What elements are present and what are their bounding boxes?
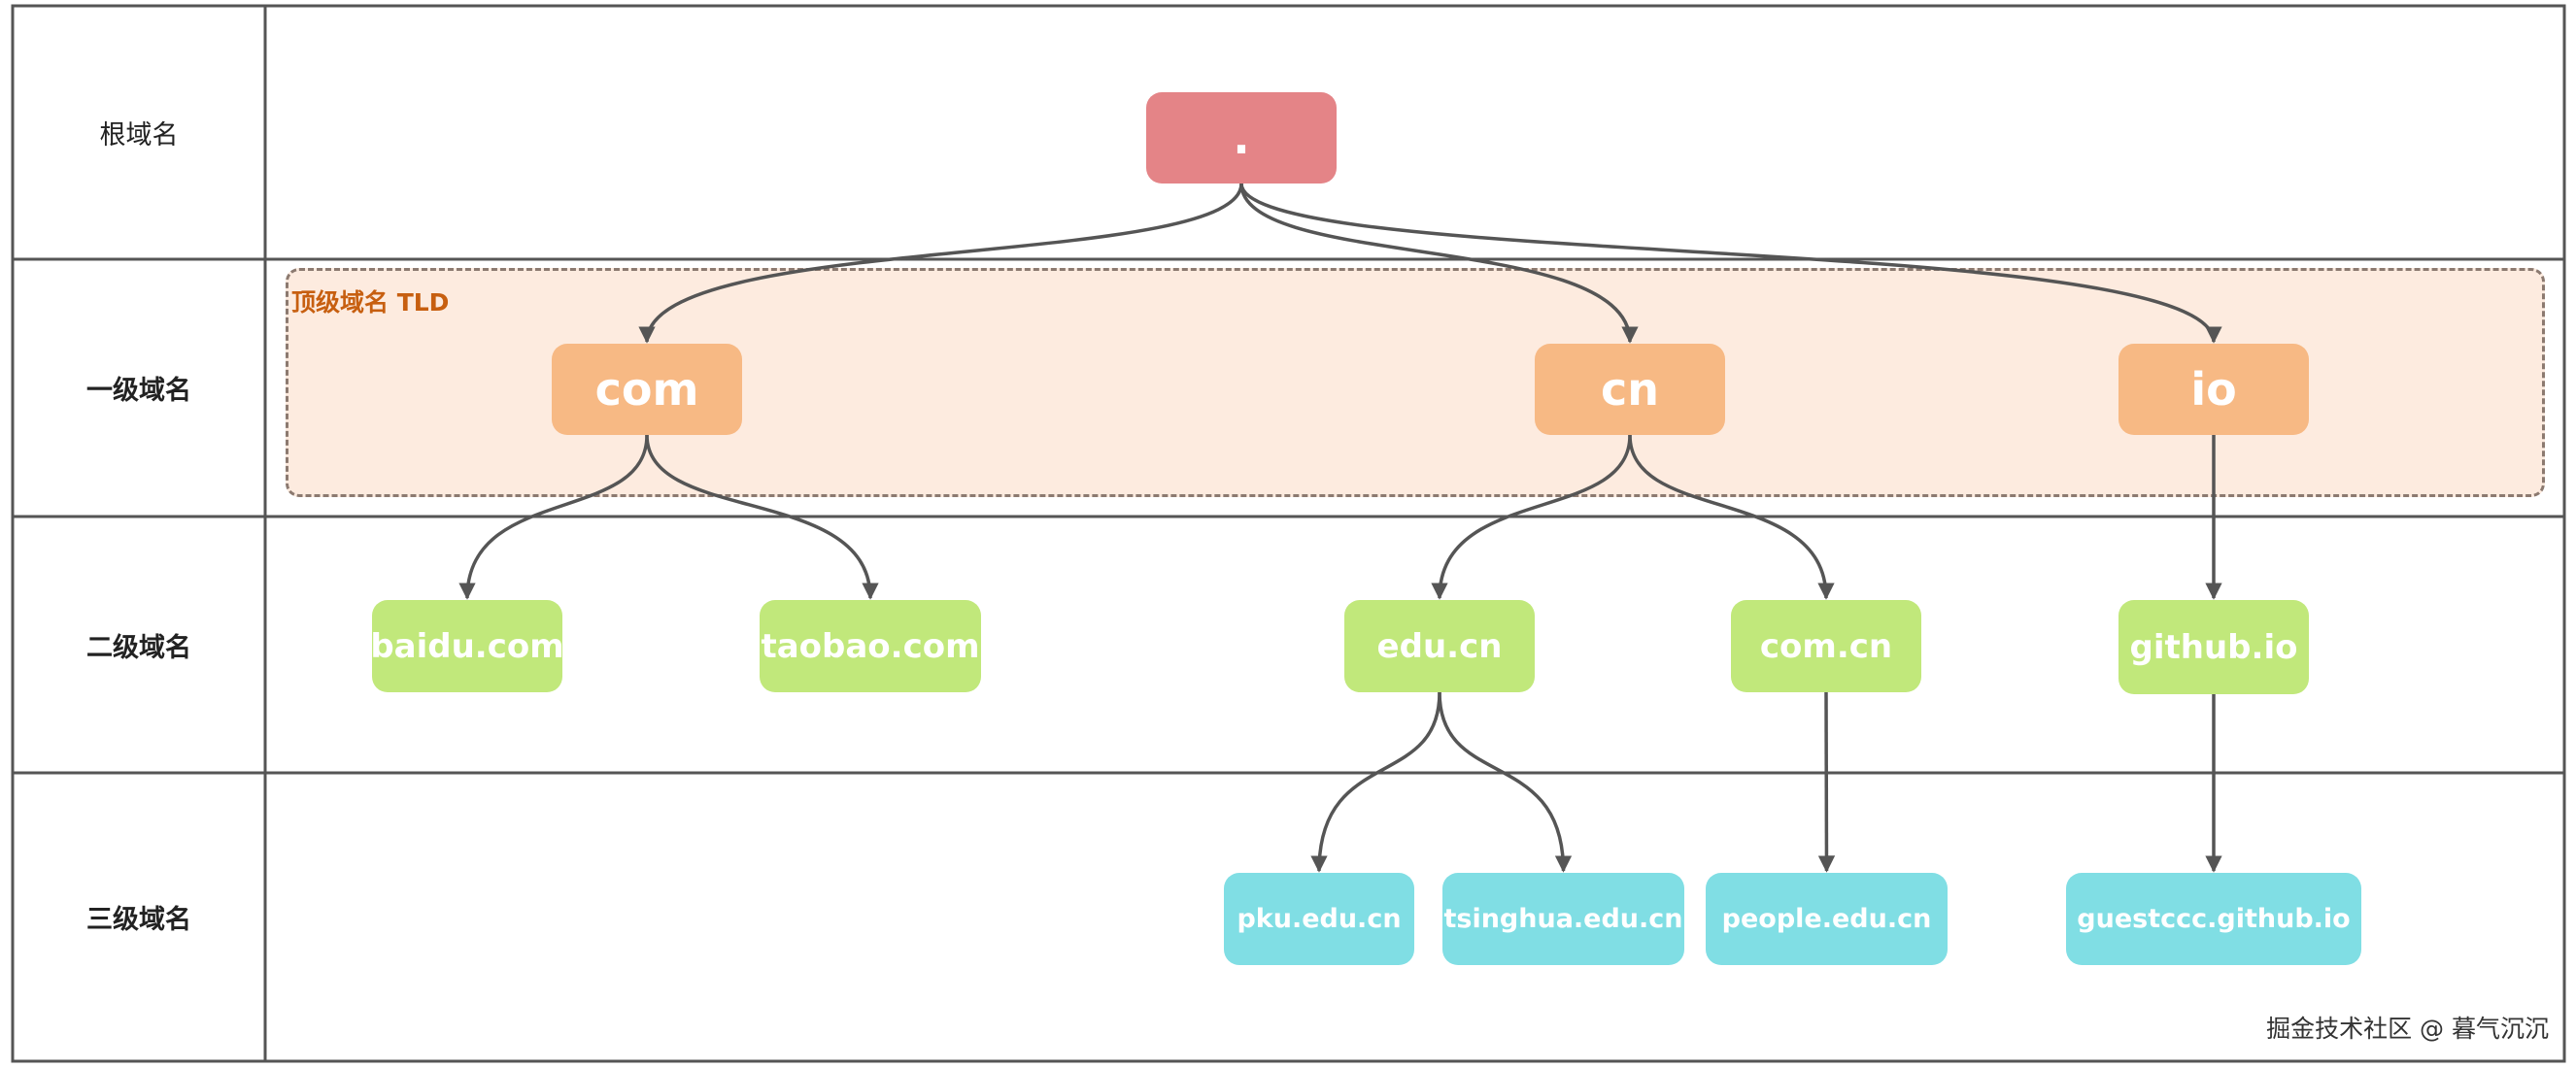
node-people-edu-cn[interactable]: people.edu.cn [1706,873,1948,965]
edge-com-to-taobao [645,434,879,600]
node-pku-edu-cn[interactable]: pku.edu.cn [1224,873,1414,965]
edge-edu_cn-to-tsinghua [1438,691,1573,873]
node-com[interactable]: com [552,344,742,435]
node-tsinghua-edu-cn[interactable]: tsinghua.edu.cn [1442,873,1684,965]
edge-cn-to-edu_cn [1431,434,1632,600]
table-border [11,4,2566,1063]
node-io[interactable]: io [2118,344,2309,435]
edge-root-to-com [638,183,1243,344]
node-cn[interactable]: cn [1535,344,1725,435]
row-label-root: 根域名 [99,120,179,150]
node-edu-cn[interactable]: edu.cn [1344,600,1535,692]
row-label-level1: 一级域名 [86,376,191,406]
edge-com-to-baidu [458,434,649,600]
node-com-cn[interactable]: com.cn [1731,600,1921,692]
tld-zone-label: 顶级域名 TLD [291,288,450,317]
node-guestccc-github-io[interactable]: guestccc.github.io [2066,873,2361,965]
row-label-level2: 二级域名 [86,632,191,663]
edge-cn-to-com_cn [1628,434,1835,600]
row-label-level3: 三级域名 [86,905,191,935]
node-taobao-com[interactable]: taobao.com [760,600,981,692]
node-github-io[interactable]: github.io [2118,600,2309,694]
node-baidu-com[interactable]: baidu.com [370,600,564,692]
edge-root-to-io [1239,183,2222,344]
edge-edu_cn-to-pku [1310,691,1441,873]
edge-root-to-cn [1239,183,1639,344]
edge-com_cn-to-people [1817,691,1836,873]
node-root[interactable]: . [1146,92,1337,184]
watermark: 掘金技术社区 @ 暮气沉沉 [2266,1015,2549,1043]
